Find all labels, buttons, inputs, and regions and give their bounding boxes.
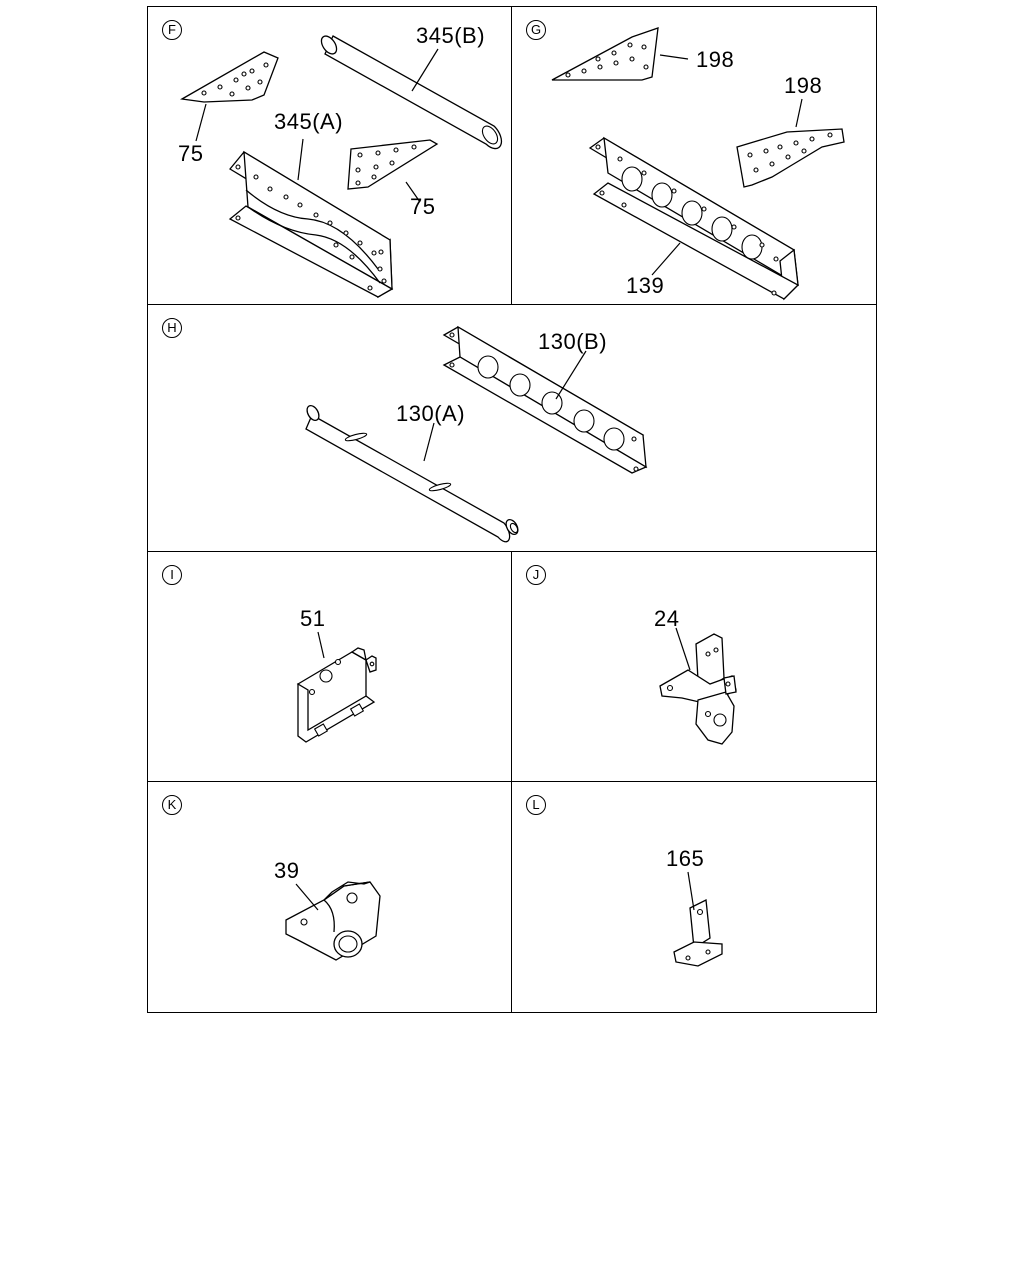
gusset-plate-right — [348, 140, 437, 189]
callout-130a: 130(A) — [396, 401, 466, 426]
section-i-panel: I 51 — [147, 551, 513, 783]
callout-130b: 130(B) — [538, 329, 608, 354]
section-g-panel: G — [511, 6, 877, 306]
mount-bracket-39 — [286, 882, 380, 960]
section-k-panel: K 39 — [147, 781, 513, 1013]
bracket-24 — [660, 634, 736, 744]
section-f-drawing — [148, 7, 514, 307]
leader-75-left — [196, 104, 206, 141]
section-i-marker: I — [162, 565, 182, 585]
leader-345b — [412, 49, 438, 91]
section-h-marker: H — [162, 318, 182, 338]
callout-75-left: 75 — [178, 141, 204, 166]
channel-crossmember — [230, 152, 392, 297]
callout-165: 165 — [666, 846, 705, 871]
tube-crossmember-a — [305, 404, 521, 542]
callout-24: 24 — [654, 606, 680, 631]
callout-345b: 345(B) — [416, 23, 486, 48]
callout-139: 139 — [626, 273, 665, 298]
reinforcement-plate-lower — [737, 129, 844, 187]
section-k-marker: K — [162, 795, 182, 815]
section-j-marker: J — [526, 565, 546, 585]
leader-75-right — [406, 182, 420, 202]
leader-139 — [652, 243, 680, 275]
callout-51: 51 — [300, 606, 326, 631]
channel-crossmember-b — [444, 327, 646, 473]
leader-165 — [688, 872, 694, 910]
section-f-marker: F — [162, 20, 182, 40]
callout-39: 39 — [274, 858, 300, 883]
tube-part — [318, 33, 501, 148]
leader-24 — [676, 628, 690, 670]
section-k-drawing — [148, 782, 514, 1014]
section-j-panel: J 24 — [511, 551, 877, 783]
section-j-drawing — [512, 552, 878, 784]
bracket-51 — [298, 648, 376, 742]
section-l-drawing — [512, 782, 878, 1014]
leader-130b — [556, 351, 586, 399]
section-l-marker: L — [526, 795, 546, 815]
leader-39 — [296, 884, 318, 910]
callout-198-upper: 198 — [696, 47, 735, 72]
bracket-165 — [674, 900, 722, 966]
callout-345a: 345(A) — [274, 109, 344, 134]
section-l-panel: L 165 — [511, 781, 877, 1013]
section-h-drawing — [148, 305, 878, 554]
gusset-plate-left — [182, 52, 278, 102]
leader-51 — [318, 632, 324, 658]
channel-side-rail — [590, 138, 798, 299]
section-g-drawing — [512, 7, 878, 307]
section-h-panel: H — [147, 304, 877, 553]
section-f-panel: F — [147, 6, 513, 306]
leader-345a — [298, 139, 303, 180]
callout-198-lower: 198 — [784, 73, 823, 98]
callout-75-right: 75 — [410, 194, 436, 219]
leader-130a — [424, 423, 434, 461]
leader-198-upper — [660, 55, 688, 59]
reinforcement-plate-upper — [552, 28, 658, 80]
section-i-drawing — [148, 552, 514, 784]
leader-198-lower — [796, 99, 802, 127]
section-g-marker: G — [526, 20, 546, 40]
